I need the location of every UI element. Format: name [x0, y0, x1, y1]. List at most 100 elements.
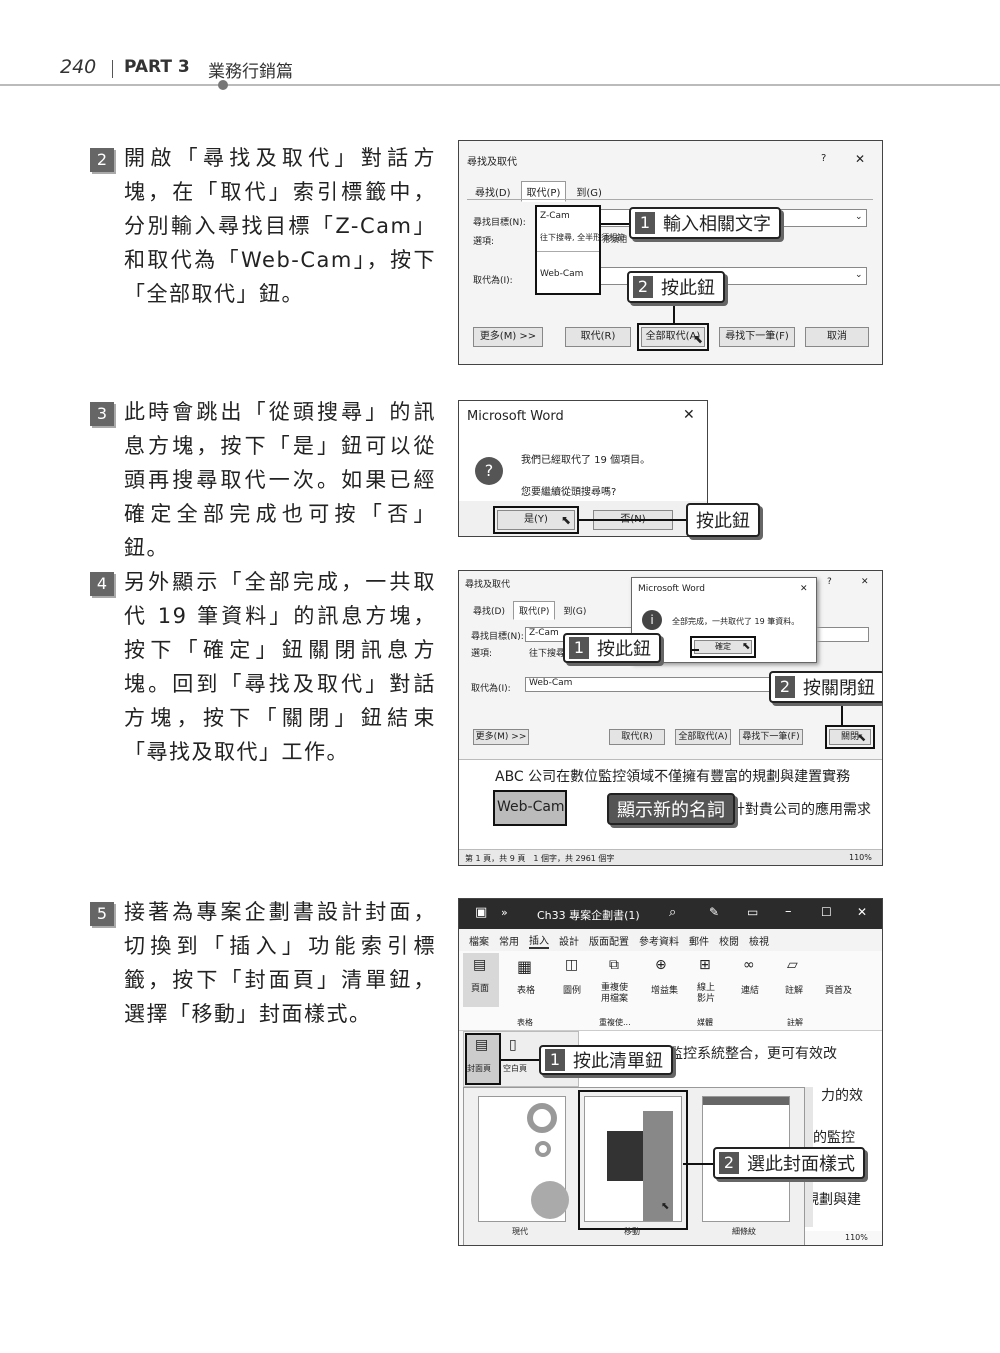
callout-label: 按此清單鈕 — [573, 1051, 663, 1072]
cursor-icon: ⬉ — [561, 513, 572, 527]
replace-value: Web-Cam — [540, 269, 584, 279]
group-label: 重複使... — [599, 1018, 631, 1027]
cover-gallery: 現代 ⬉ 移動 細條紋 — [463, 1087, 805, 1245]
menu-design[interactable]: 設計 — [559, 936, 579, 948]
msgbox-line1: 我們已經取代了 19 個項目。 — [521, 455, 651, 466]
doc-line: 力的效 — [821, 1088, 863, 1104]
highlight-close — [825, 725, 875, 749]
connector-line — [579, 519, 687, 521]
tab-find[interactable]: 尋找(D) — [475, 188, 511, 199]
complete-screenshot: 尋找及取代 ? ✕ 尋找(D) 取代(P) 到(G) 尋找目標(N): Z-Ca… — [458, 570, 883, 866]
callout-click-button: 1 按此鈕 — [563, 633, 661, 663]
callout-click-button: 按此鈕 — [686, 503, 760, 537]
blank-page-button[interactable]: 空白頁 — [503, 1064, 527, 1073]
callout-number: 1 — [545, 1049, 565, 1071]
tab-goto[interactable]: 到(G) — [576, 188, 602, 199]
step-number: 3 — [90, 402, 114, 426]
chevron-down-icon[interactable]: ⌄ — [855, 270, 863, 280]
maximize-icon[interactable]: ☐ — [821, 905, 832, 919]
help-icon[interactable]: ? — [827, 577, 832, 587]
callout-label: 按此鈕 — [597, 639, 651, 660]
connector-line — [691, 649, 699, 651]
menu-references[interactable]: 參考資料 — [639, 936, 679, 948]
tab-goto[interactable]: 到(G) — [563, 607, 587, 617]
find-next-button[interactable]: 尋找下一筆(F) — [739, 729, 803, 745]
replace-button[interactable]: 取代(R) — [609, 729, 665, 745]
callout-label: 按關閉鈕 — [803, 678, 875, 699]
callout-label: 顯示新的名詞 — [617, 800, 725, 821]
highlight-ok — [690, 636, 756, 658]
close-button[interactable]: 關閉 — [829, 729, 871, 745]
replace-all-button[interactable]: 全部取代(A) — [641, 327, 705, 347]
chevron-down-icon[interactable]: ⌄ — [855, 212, 863, 222]
ribbon-header[interactable]: 頁首及 — [825, 986, 853, 996]
ribbon-links[interactable]: 連結 — [741, 986, 760, 996]
close-icon[interactable]: ✕ — [683, 407, 695, 423]
ribbon-video[interactable]: 線上影片 — [697, 983, 716, 1004]
menu-mailings[interactable]: 郵件 — [689, 936, 709, 948]
menu-home[interactable]: 常用 — [499, 936, 519, 948]
more-icon[interactable]: » — [501, 906, 508, 919]
callout-label: 選此封面樣式 — [747, 1154, 855, 1175]
more-button[interactable]: 更多(M) >> — [473, 327, 543, 347]
reuse-icon: ⧉ — [609, 957, 619, 973]
ribbon-reuse[interactable]: 重複使用檔案 — [601, 983, 629, 1004]
replace-all-button[interactable]: 全部取代(A) — [675, 729, 731, 745]
stripe — [703, 1097, 789, 1105]
doc-title[interactable]: Ch33 專案企劃書(1) — [537, 909, 640, 922]
search-icon[interactable]: ⌕ — [669, 905, 677, 920]
minimize-icon[interactable]: – — [785, 904, 792, 919]
status-bar: 第 1 頁，共 9 頁 1 個字，共 2961 個字 110% — [459, 849, 882, 865]
help-icon[interactable]: ? — [821, 153, 827, 164]
replace-button[interactable]: 取代(R) — [565, 327, 631, 347]
pen-icon[interactable]: ✎ — [709, 905, 720, 919]
menu-view[interactable]: 檢視 — [749, 936, 769, 948]
part-title: 業務行銷篇 — [208, 62, 293, 82]
zoom-level: 110% — [845, 1233, 868, 1242]
callout-label: 按此鈕 — [661, 278, 715, 299]
cover-style-motion[interactable]: ⬉ — [584, 1096, 682, 1222]
tab-find[interactable]: 尋找(D) — [473, 607, 505, 617]
ribbon-illustrations[interactable]: 圖例 — [563, 986, 582, 996]
highlight-new-word — [493, 790, 567, 826]
menu-bar: 檔案 常用 插入 設計 版面配置 參考資料 郵件 校閱 檢視 — [459, 929, 882, 951]
ribbon-pages[interactable]: 頁面 — [471, 984, 490, 994]
callout-label: 按此鈕 — [696, 511, 750, 532]
word-cover-screenshot: ▣ » Ch33 專案企劃書(1) ⌕ ✎ ▭ – ☐ ✕ 檔案 常用 插入 設… — [458, 898, 883, 1246]
tab-replace[interactable]: 取代(P) — [520, 181, 567, 202]
link-icon: ∞ — [743, 957, 755, 973]
pages-icon: ▤ — [473, 957, 487, 973]
close-icon[interactable]: ✕ — [857, 905, 868, 919]
cancel-button[interactable]: 取消 — [805, 327, 869, 347]
yes-button[interactable]: 是(Y) — [497, 510, 575, 530]
ok-button[interactable]: 確定 — [694, 640, 752, 654]
ribbon-comment[interactable]: 註解 — [785, 986, 804, 996]
ribbon-addins[interactable]: 增益集 — [651, 986, 679, 996]
ribbon-display-icon[interactable]: ▭ — [747, 905, 759, 919]
close-icon[interactable]: ✕ — [800, 584, 808, 594]
menu-review[interactable]: 校閱 — [719, 936, 739, 948]
msgbox-text: 全部完成，一共取代了 19 筆資料。 — [672, 617, 800, 626]
more-button[interactable]: 更多(M) >> — [473, 729, 529, 745]
save-icon[interactable]: ▣ — [475, 905, 488, 920]
find-next-button[interactable]: 尋找下一筆(F) — [719, 327, 795, 347]
doc-line-tail: 計對貴公司的應用需求 — [731, 802, 871, 818]
find-value: Z-Cam — [540, 211, 570, 221]
ribbon-table[interactable]: 表格 — [517, 986, 536, 996]
dialog-title: 尋找及取代 — [467, 157, 517, 168]
callout-label: 輸入相關文字 — [663, 214, 771, 235]
menu-insert[interactable]: 插入 — [529, 932, 549, 949]
doc-line: 的監控 — [813, 1130, 855, 1146]
cover-style-modern[interactable] — [478, 1096, 569, 1222]
group-label: 媒體 — [697, 1018, 713, 1027]
header-dot — [218, 80, 228, 90]
close-icon[interactable]: ✕ — [855, 152, 866, 166]
close-icon[interactable]: ✕ — [861, 577, 869, 587]
menu-file[interactable]: 檔案 — [469, 936, 489, 948]
question-icon: ? — [475, 457, 503, 485]
cover-band — [643, 1111, 673, 1221]
cover-page-button[interactable]: 封面頁 — [467, 1064, 491, 1073]
tab-replace[interactable]: 取代(P) — [512, 601, 556, 620]
replace-value: Web-Cam — [529, 678, 573, 688]
menu-layout[interactable]: 版面配置 — [589, 936, 629, 948]
